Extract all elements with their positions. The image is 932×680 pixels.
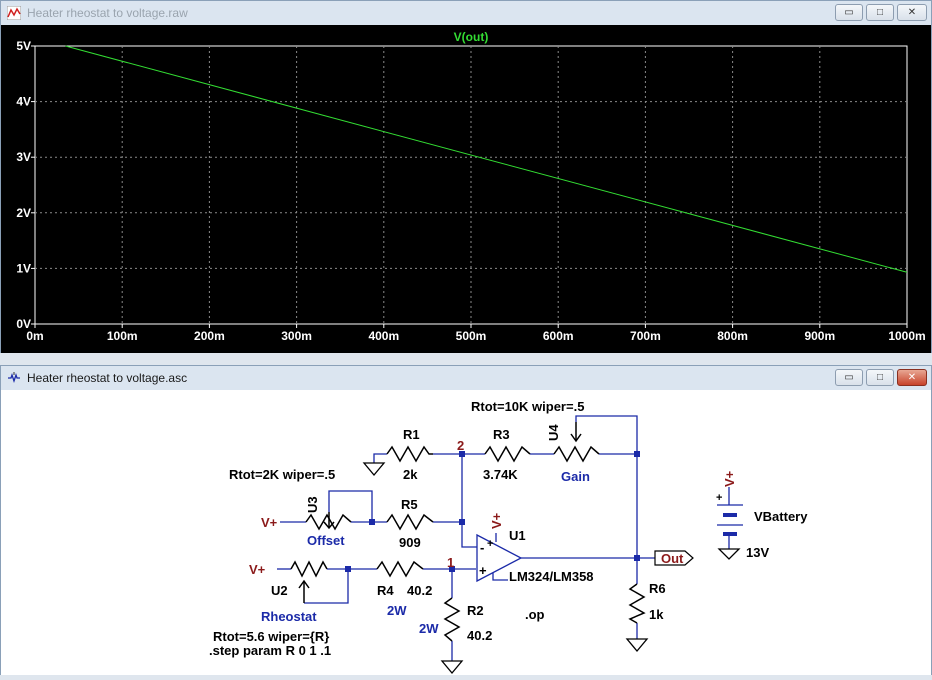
close-button[interactable]: ✕ bbox=[897, 369, 927, 386]
u1-minus-input-label: - bbox=[480, 540, 484, 555]
r3-value-label: 3.74K bbox=[483, 467, 518, 482]
out-net-label[interactable]: Out bbox=[661, 551, 684, 566]
x-tick-label: 700m bbox=[630, 329, 661, 343]
r3-name-label: R3 bbox=[493, 427, 510, 442]
y-tick-label: 1V bbox=[16, 261, 31, 275]
schematic-icon bbox=[8, 372, 20, 384]
restore-button[interactable]: □ bbox=[866, 369, 894, 386]
u4-gain-label: Gain bbox=[561, 469, 590, 484]
plot-window-title: Heater rheostat to voltage.raw bbox=[27, 6, 188, 20]
trace-name-label[interactable]: V(out) bbox=[454, 30, 489, 44]
u1-name-label: U1 bbox=[509, 528, 526, 543]
plot-window: Heater rheostat to voltage.raw ▭ □ ✕ 0m 1… bbox=[0, 0, 932, 353]
schematic-window-title: Heater rheostat to voltage.asc bbox=[27, 371, 188, 385]
u2-name-label: U2 bbox=[271, 583, 288, 598]
vbattery-name-label: VBattery bbox=[754, 509, 808, 524]
r5-name-label: R5 bbox=[401, 497, 418, 512]
r1-value-label: 2k bbox=[403, 467, 418, 482]
x-tick-label: 100m bbox=[107, 329, 138, 343]
u3-name-label: U3 bbox=[305, 496, 320, 513]
y-tick-label: 4V bbox=[16, 95, 31, 109]
plot-titlebar[interactable]: Heater rheostat to voltage.raw ▭ □ ✕ bbox=[1, 1, 931, 25]
minimize-button[interactable]: ▭ bbox=[835, 369, 863, 386]
vbattery-plus-marker: + bbox=[716, 492, 722, 504]
y-tick-label: 0V bbox=[16, 317, 31, 331]
minimize-button[interactable]: ▭ bbox=[835, 4, 863, 21]
u1-plus-input-label: + bbox=[479, 563, 487, 578]
node-1-label: 1 bbox=[447, 555, 454, 570]
u4-param-text: Rtot=10K wiper=.5 bbox=[471, 399, 584, 414]
op-directive-text: .op bbox=[525, 607, 545, 622]
schematic-window: Heater rheostat to voltage.asc ▭ □ ✕ bbox=[0, 365, 932, 675]
vbattery-vplus-label: V+ bbox=[722, 470, 737, 487]
u1-vplus-label: V+ bbox=[489, 512, 504, 529]
series-line-vout[interactable] bbox=[65, 45, 908, 273]
node-2-label: 2 bbox=[457, 438, 464, 453]
x-tick-label: 300m bbox=[281, 329, 312, 343]
x-tick-label: 800m bbox=[717, 329, 748, 343]
restore-button[interactable]: □ bbox=[866, 4, 894, 21]
r1-name-label: R1 bbox=[403, 427, 420, 442]
step-directive-text: .step param R 0 1 .1 bbox=[209, 643, 331, 658]
u4-name-label: U4 bbox=[546, 424, 561, 441]
x-tick-label: 1000m bbox=[888, 329, 925, 343]
x-tick-label: 0m bbox=[26, 329, 43, 343]
r6-name-label: R6 bbox=[649, 581, 666, 596]
r6-value-label: 1k bbox=[649, 607, 664, 622]
schematic-canvas[interactable]: Rtot=10K wiper=.5 R1 2k 2 R3 3.74K U4 Ga… bbox=[1, 390, 931, 675]
x-tick-label: 500m bbox=[456, 329, 487, 343]
u3-param-text: Rtot=2K wiper=.5 bbox=[229, 467, 335, 482]
schematic-titlebar[interactable]: Heater rheostat to voltage.asc ▭ □ ✕ bbox=[1, 366, 931, 390]
r5-value-label: 909 bbox=[399, 535, 421, 550]
u1-model-label: LM324/LM358 bbox=[509, 569, 594, 584]
close-button[interactable]: ✕ bbox=[897, 4, 927, 21]
y-tick-label: 2V bbox=[16, 206, 31, 220]
u3-offset-label: Offset bbox=[307, 533, 345, 548]
y-tick-label: 3V bbox=[16, 150, 31, 164]
y-tick-label: 5V bbox=[16, 39, 31, 53]
r4-value-label: 40.2 bbox=[407, 583, 432, 598]
waveform-chart[interactable]: 0m 100m 200m 300m 400m 500m 600m 700m 800m 900m 10… bbox=[1, 25, 931, 353]
r4-power-label: 2W bbox=[387, 603, 407, 618]
x-tick-label: 900m bbox=[804, 329, 835, 343]
r4-name-label: R4 bbox=[377, 583, 394, 598]
u2-param-text: Rtot=5.6 wiper={R} bbox=[213, 629, 329, 644]
x-tick-label: 600m bbox=[543, 329, 574, 343]
x-tick-label: 400m bbox=[368, 329, 399, 343]
schematic-diagram[interactable]: Rtot=10K wiper=.5 R1 2k 2 R3 3.74K U4 Ga… bbox=[1, 390, 931, 675]
r2-value-label: 40.2 bbox=[467, 628, 492, 643]
x-tick-label: 200m bbox=[194, 329, 225, 343]
r2-name-label: R2 bbox=[467, 603, 484, 618]
waveform-plot-area[interactable]: 0m 100m 200m 300m 400m 500m 600m 700m 800m 900m 10… bbox=[1, 25, 931, 353]
u2-rheostat-label: Rheostat bbox=[261, 609, 317, 624]
u1-plus-marker: + bbox=[487, 538, 493, 550]
r2-power-label: 2W bbox=[419, 621, 439, 636]
vplus-label-offset: V+ bbox=[261, 515, 278, 530]
waveform-icon bbox=[7, 6, 21, 20]
vplus-label-rheostat: V+ bbox=[249, 562, 266, 577]
vbattery-value-label: 13V bbox=[746, 545, 769, 560]
